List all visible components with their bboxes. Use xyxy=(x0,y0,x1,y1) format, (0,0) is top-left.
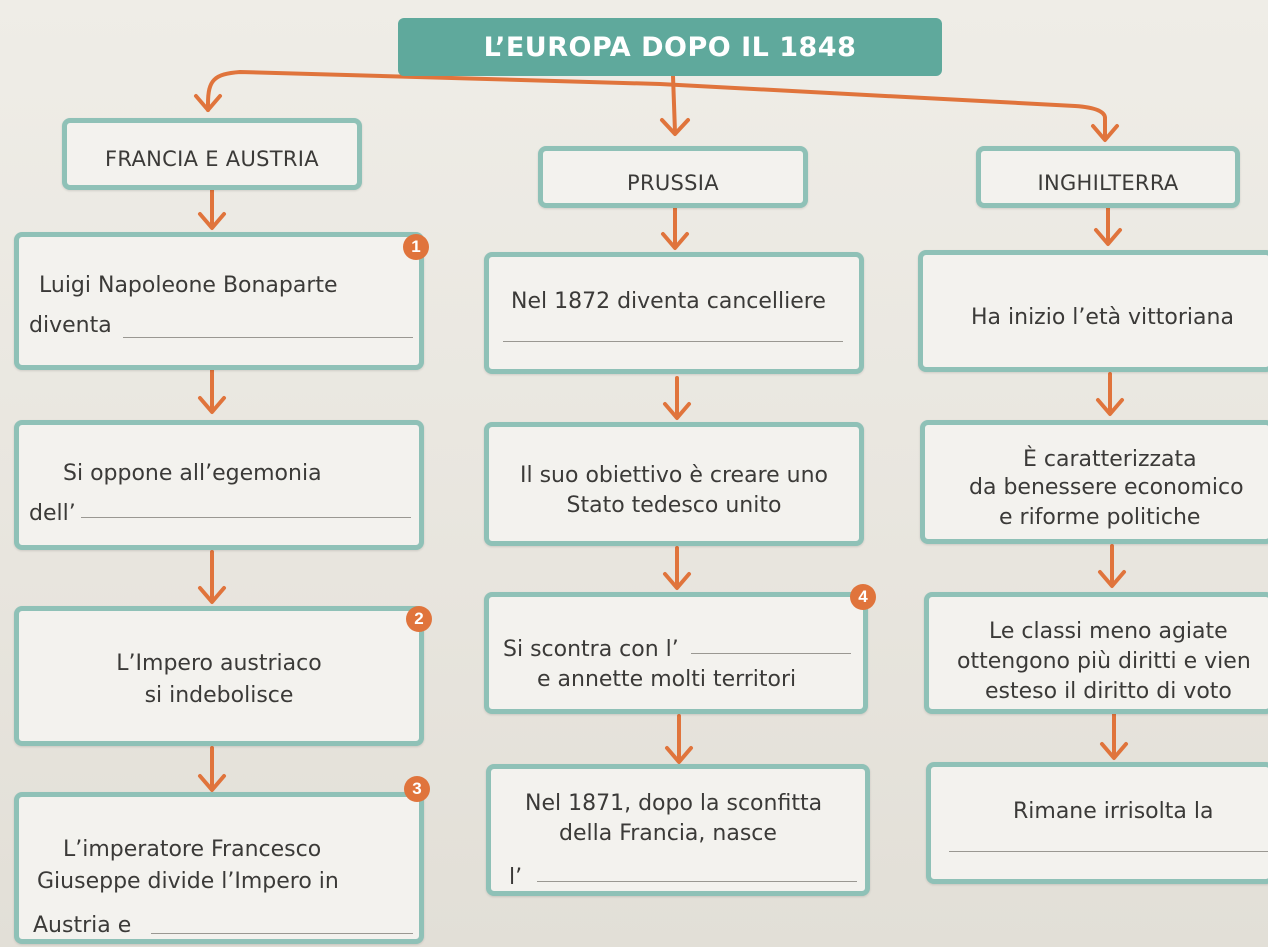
box-text: È caratterizzata xyxy=(1023,447,1197,472)
inghilterra-box-3: Le classi meno agiate ottengono più diri… xyxy=(924,592,1268,714)
box-text: della Francia, nasce xyxy=(559,821,777,846)
box-text: Giuseppe divide l’Impero in xyxy=(37,869,339,894)
answer-blank xyxy=(949,851,1268,852)
inghilterra-box-4: Rimane irrisolta la xyxy=(926,762,1268,884)
heading-inghilterra: INGHILTERRA xyxy=(976,146,1240,208)
step-badge: 1 xyxy=(403,234,429,260)
box-text: da benessere economico xyxy=(969,475,1244,500)
branch-arrow-prussia xyxy=(671,74,677,134)
box-text: Stato tedesco unito xyxy=(566,493,782,518)
francia-box-4: L’imperatore Francesco Giuseppe divide l… xyxy=(14,792,424,944)
box-text: dell’ xyxy=(29,501,76,526)
box-text: Austria e xyxy=(33,913,132,938)
box-text: Si oppone all’egemonia xyxy=(63,461,322,486)
box-text: Luigi Napoleone Bonaparte xyxy=(39,273,338,298)
heading-label: PRUSSIA xyxy=(627,171,719,195)
heading-label: FRANCIA E AUSTRIA xyxy=(105,147,319,171)
box-text: l’ xyxy=(509,865,523,890)
box-text: L’Impero austriaco xyxy=(116,651,322,676)
box-text: L’imperatore Francesco xyxy=(63,837,322,862)
box-text: diventa xyxy=(29,313,112,338)
heading-label: INGHILTERRA xyxy=(1037,171,1179,195)
branch-line xyxy=(206,70,1107,120)
box-text: Nel 1872 diventa cancelliere xyxy=(511,289,826,314)
box-text: esteso il diritto di voto xyxy=(985,679,1232,704)
heading-francia-austria: FRANCIA E AUSTRIA xyxy=(62,118,362,190)
box-text: e riforme politiche xyxy=(999,505,1201,530)
box-text: Rimane irrisolta la xyxy=(1013,799,1214,824)
prussia-box-2: Il suo obiettivo è creare uno Stato tede… xyxy=(484,422,864,546)
francia-box-2: Si oppone all’egemonia dell’ xyxy=(14,420,424,550)
inghilterra-box-2: È caratterizzata da benessere economico … xyxy=(920,420,1268,544)
francia-box-3: L’Impero austriaco si indebolisce xyxy=(14,606,424,746)
box-text: e annette molti territori xyxy=(537,667,797,692)
prussia-box-4: Nel 1871, dopo la sconfitta della Franci… xyxy=(486,764,870,896)
answer-blank xyxy=(81,517,411,518)
heading-prussia: PRUSSIA xyxy=(538,146,808,208)
box-text: ottengono più diritti e vien xyxy=(957,649,1251,674)
diagram-title: L’EUROPA DOPO IL 1848 xyxy=(398,18,942,76)
answer-blank xyxy=(151,933,413,934)
box-text: Nel 1871, dopo la sconfitta xyxy=(525,791,823,816)
box-text: Ha inizio l’età vittoriana xyxy=(971,305,1234,330)
answer-blank xyxy=(691,653,851,654)
box-text: si indebolisce xyxy=(144,683,294,708)
prussia-box-1: Nel 1872 diventa cancelliere xyxy=(484,252,864,374)
inghilterra-box-1: Ha inizio l’età vittoriana xyxy=(918,250,1268,372)
francia-box-1: Luigi Napoleone Bonaparte diventa xyxy=(14,232,424,370)
box-text: Le classi meno agiate xyxy=(989,619,1228,644)
answer-blank xyxy=(503,341,843,342)
step-badge: 2 xyxy=(406,606,432,632)
box-text: Si scontra con l’ xyxy=(503,637,679,662)
answer-blank xyxy=(537,881,857,882)
step-badge: 3 xyxy=(404,776,430,802)
step-badge: 4 xyxy=(850,584,876,610)
prussia-box-3: Si scontra con l’ e annette molti territ… xyxy=(484,592,868,714)
answer-blank xyxy=(123,337,413,338)
box-text: Il suo obiettivo è creare uno xyxy=(520,463,828,488)
